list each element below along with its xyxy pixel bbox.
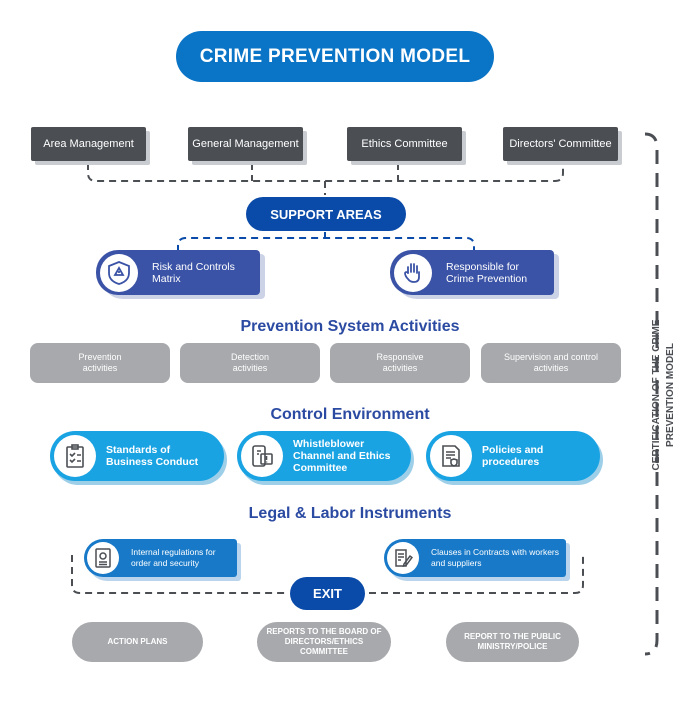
hand-stop-icon — [394, 253, 432, 292]
phone-alert-icon — [241, 435, 283, 477]
supervision-activities-label: Supervision and control activities — [503, 352, 599, 373]
detection-activities-label: Detection activities — [230, 352, 270, 373]
output-label: ACTION PLANS — [107, 637, 168, 646]
legal-heading: Legal & Labor Instruments — [248, 505, 452, 522]
legal-contract-clauses: Clauses in Contracts with workers and su… — [384, 539, 566, 577]
responsive-activities-label: Responsive activities — [376, 352, 424, 373]
prevention-activities-label: Prevention activities — [78, 352, 122, 373]
side-label-line2: PREVENTION MODEL — [665, 343, 676, 447]
responsive-activities: Responsive activities — [330, 343, 470, 383]
prevention-activities: Prevention activities — [30, 343, 170, 383]
output-reports-board: REPORTS TO THE BOARD OF DIRECTORS/ETHICS… — [257, 622, 391, 662]
side-label-line1: CERTIFICATION OF THE CRIME — [651, 319, 662, 470]
legal-label: Clauses in Contracts with workers and su… — [431, 547, 560, 568]
exit-pill: EXIT — [290, 577, 365, 610]
control-label: Standards of Business Conduct — [106, 444, 199, 468]
output-label: REPORT TO THE PUBLIC MINISTRY/POLICE — [464, 632, 561, 651]
management-area: Area Management — [31, 127, 146, 161]
certification-side-label: CERTIFICATION OF THE CRIME PREVENTION MO… — [640, 300, 688, 490]
document-shield-icon — [430, 435, 472, 477]
risk-matrix-icon — [100, 253, 138, 292]
control-label: Policies and procedures — [482, 444, 544, 468]
control-policies: Policies and procedures — [426, 431, 600, 481]
output-label: REPORTS TO THE BOARD OF DIRECTORS/ETHICS… — [266, 627, 382, 656]
support-card-label: Risk and Controls Matrix — [152, 260, 235, 285]
page-title: CRIME PREVENTION MODEL — [176, 31, 494, 82]
control-standards: Standards of Business Conduct — [50, 431, 224, 481]
support-card-label: Responsible for Crime Prevention — [446, 260, 528, 285]
management-directors: Directors' Committee — [503, 127, 618, 161]
contract-signing-icon — [387, 542, 419, 574]
supervision-activities: Supervision and control activities — [481, 343, 621, 383]
control-label: Whistleblower Channel and Ethics Committ… — [293, 438, 391, 474]
management-general: General Management — [188, 127, 303, 161]
management-ethics: Ethics Committee — [347, 127, 462, 161]
output-action-plans: ACTION PLANS — [72, 622, 203, 662]
legal-label: Internal regulations for order and secur… — [131, 547, 216, 568]
legal-internal-regulations: Internal regulations for order and secur… — [84, 539, 237, 577]
support-card-risk: Risk and Controls Matrix — [96, 250, 260, 295]
support-card-responsible: Responsible for Crime Prevention — [390, 250, 554, 295]
control-whistleblower: Whistleblower Channel and Ethics Committ… — [237, 431, 411, 481]
regulation-icon — [87, 542, 119, 574]
prevention-heading: Prevention System Activities — [240, 318, 460, 335]
support-areas-pill: SUPPORT AREAS — [246, 197, 406, 231]
control-heading: Control Environment — [270, 406, 430, 423]
checklist-icon — [54, 435, 96, 477]
detection-activities: Detection activities — [180, 343, 320, 383]
output-report-ministry: REPORT TO THE PUBLIC MINISTRY/POLICE — [446, 622, 579, 662]
